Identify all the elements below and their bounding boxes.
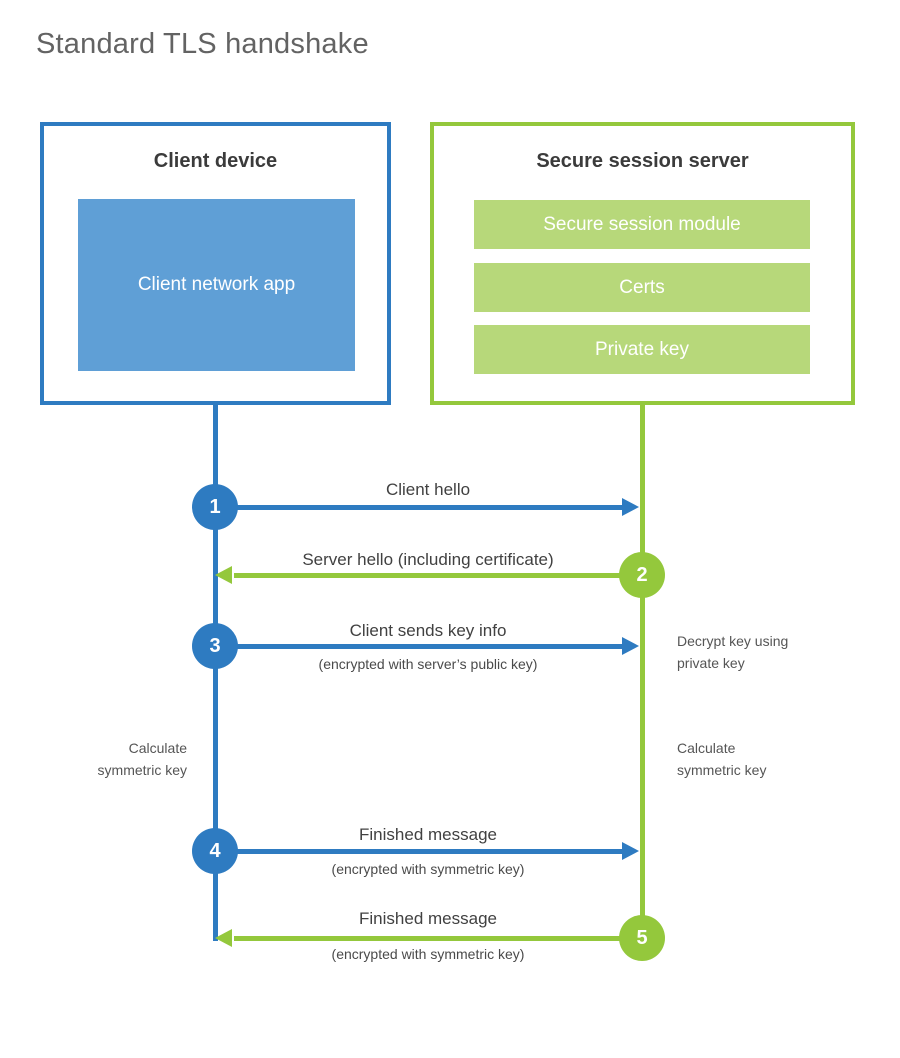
step-5-label: Finished message <box>359 909 497 928</box>
arrow-step-1 <box>215 505 622 510</box>
arrow-step-5 <box>234 936 642 941</box>
arrow-step-4 <box>215 849 622 854</box>
note-client-calculate-symmetric-key: Calculate symmetric key <box>97 740 187 779</box>
step-2-label: Server hello (including certificate) <box>302 550 554 569</box>
client-network-app-block: Client network app <box>78 199 355 371</box>
step-3-sublabel: (encrypted with server’s public key) <box>318 656 538 672</box>
step-1-label: Client hello <box>385 480 471 499</box>
client-device-title: Client device <box>153 150 278 172</box>
arrowhead-left-icon <box>215 929 232 947</box>
arrowhead-left-icon <box>215 566 232 584</box>
step-3-label: Client sends key info <box>349 621 507 640</box>
private-key-block: Private key <box>474 325 810 374</box>
step-2-badge: 2 <box>619 552 665 598</box>
client-lifeline <box>213 405 218 941</box>
secure-session-server-title: Secure session server <box>536 150 749 172</box>
note-server-calculate-symmetric-key: Calculate symmetric key <box>677 740 767 779</box>
arrowhead-right-icon <box>622 498 639 516</box>
step-4-label: Finished message <box>359 825 497 844</box>
page-title: Standard TLS handshake <box>36 28 369 60</box>
step-5-sublabel: (encrypted with symmetric key) <box>331 946 525 962</box>
arrow-step-2 <box>234 573 642 578</box>
step-3-badge: 3 <box>192 623 238 669</box>
arrowhead-right-icon <box>622 842 639 860</box>
server-lifeline <box>640 405 645 938</box>
client-device-box: Client device Client network app <box>40 122 391 405</box>
note-server-decrypt-key: Decrypt key using private key <box>677 633 789 672</box>
step-5-badge: 5 <box>619 915 665 961</box>
step-4-badge: 4 <box>192 828 238 874</box>
secure-session-server-box: Secure session server Secure session mod… <box>430 122 855 405</box>
secure-session-module-block: Secure session module <box>474 200 810 249</box>
step-1-badge: 1 <box>192 484 238 530</box>
step-4-sublabel: (encrypted with symmetric key) <box>331 861 525 877</box>
certs-block: Certs <box>474 263 810 312</box>
arrow-step-3 <box>215 644 622 649</box>
arrowhead-right-icon <box>622 637 639 655</box>
